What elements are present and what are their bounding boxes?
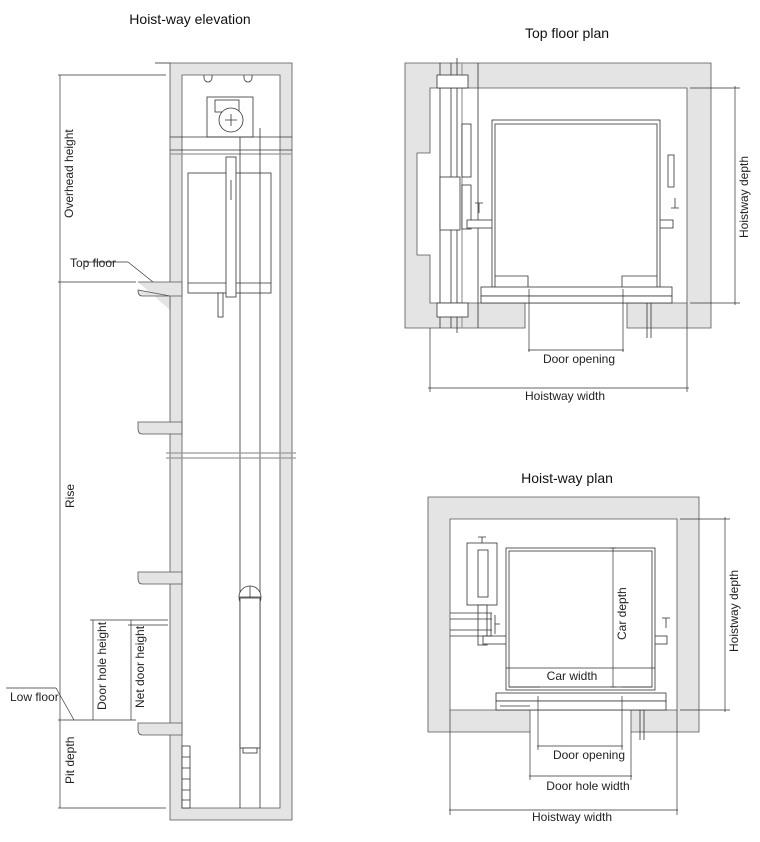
car-depth-dimension (610, 547, 616, 688)
door-opening-dimension (537, 696, 623, 750)
top-floor-plan-title: Top floor plan (525, 25, 609, 41)
top-floor-dimensions (428, 86, 740, 392)
pit-ladder (181, 745, 191, 809)
car-operating-panel (667, 154, 675, 188)
door-opening-label: Door opening (543, 352, 615, 366)
hoistway-depth-label: Hoistway depth (727, 570, 741, 652)
elevation-title: Hoist-way elevation (129, 11, 250, 27)
top-floor-plan: Top floor plan Door opening Hoistway wid… (404, 25, 751, 403)
guide-rail (477, 604, 488, 646)
leader-line (55, 687, 75, 721)
hoistway-width-label: Hoistway width (525, 389, 605, 403)
hoistway-plan: Hoist-way plan Car depth Car width Door … (427, 470, 741, 824)
elevation-dimensions (6, 74, 168, 809)
machine-frame (439, 176, 461, 231)
counterweight (461, 123, 472, 178)
hoistway-width-dimension (428, 303, 689, 392)
car-inner-outline (508, 550, 653, 688)
landing-sill (480, 295, 673, 304)
pit-depth-label: Pit depth (63, 737, 77, 784)
counterweight-base (242, 747, 258, 754)
hoistway-depth-dimension (690, 86, 740, 305)
rail-bracket (436, 74, 469, 89)
car-inner-outline (494, 123, 658, 290)
car-depth-label: Car depth (615, 587, 629, 640)
hoistway-plan-title: Hoist-way plan (521, 470, 613, 486)
door-opening-label: Door opening (553, 748, 625, 762)
car-width-label: Car width (547, 669, 598, 683)
hoistway-width-dimension (449, 710, 678, 815)
ladder-rungs (182, 756, 190, 801)
counterweight (477, 549, 489, 598)
net-door-height-label: Net door height (133, 625, 147, 708)
floor-slab (137, 281, 183, 310)
guide-shoe (461, 184, 472, 230)
door-hole-width-dimension (529, 732, 632, 780)
door-frame-lines (646, 303, 652, 338)
low-floor-label: Low floor (10, 690, 59, 704)
hoistway-width-label: Hoistway width (532, 810, 612, 824)
floor-slabs (137, 281, 183, 736)
car-guide-rail (225, 156, 237, 298)
hoistway-elevation: Hoist-way elevation (6, 11, 296, 821)
hook-icon (203, 75, 253, 83)
door-hole-height-label: Door hole height (95, 621, 109, 710)
sheave-cross (225, 114, 237, 126)
rail-icon (475, 198, 679, 213)
hoistway-plan-dimensions (449, 517, 730, 815)
door-hole-width-label: Door hole width (546, 779, 629, 793)
hoistway-depth-dimension (680, 517, 730, 712)
floor-slab (137, 421, 183, 435)
overhead-height-label: Overhead height (62, 129, 76, 218)
landing-sill (495, 700, 667, 711)
car-sill (495, 692, 667, 702)
car-sill (480, 286, 673, 297)
floor-slab (137, 722, 183, 736)
car-door-jambs (495, 275, 657, 289)
rail-icon (478, 536, 486, 543)
rail-bracket (436, 302, 469, 318)
counterweight (239, 597, 261, 749)
top-floor-label: Top floor (70, 256, 116, 270)
hoistway-depth-label: Hoistway depth (737, 156, 751, 238)
safety-gear (217, 292, 224, 318)
shaft-wall (169, 62, 293, 821)
leader-line (127, 261, 154, 283)
rise-label: Rise (63, 484, 77, 508)
floor-slab (137, 571, 183, 585)
door-opening-dimension (528, 289, 624, 352)
door-frame-lines (639, 710, 645, 740)
rail-bracket-lines (450, 612, 670, 637)
